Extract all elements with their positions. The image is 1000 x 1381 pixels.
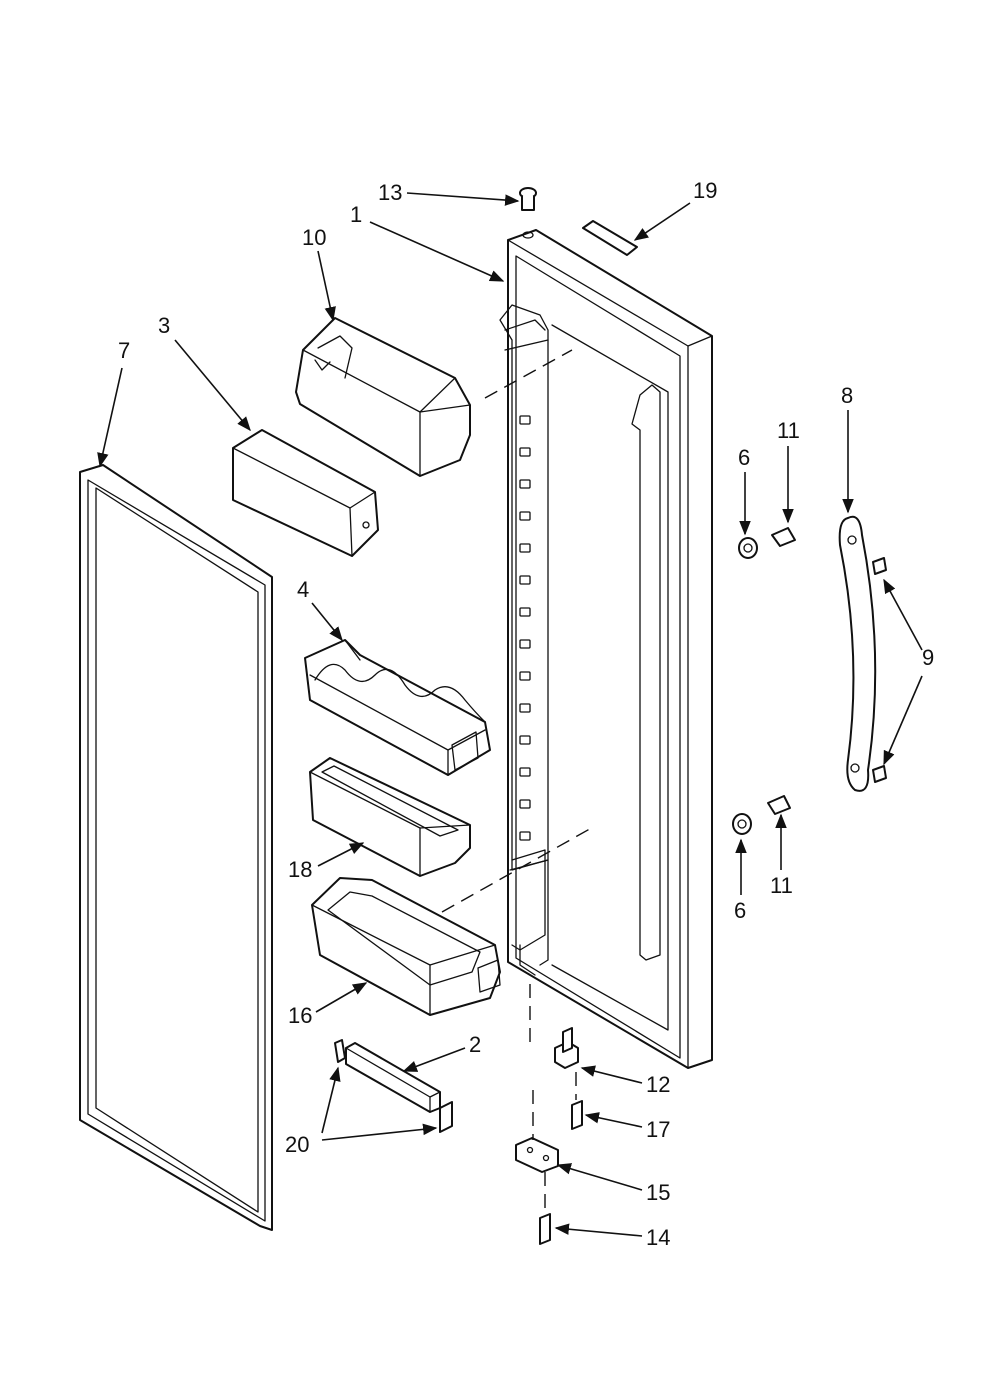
door-handle-part[interactable] bbox=[838, 515, 877, 792]
callout-11-bottom: 11 bbox=[770, 873, 793, 898]
callout-10: 10 bbox=[302, 225, 326, 250]
callout-19: 19 bbox=[693, 178, 717, 203]
callout-7: 7 bbox=[118, 338, 130, 363]
hinge-bracket-part[interactable] bbox=[515, 1137, 559, 1173]
callout-14: 14 bbox=[646, 1225, 670, 1250]
trim-rail-part[interactable] bbox=[345, 1042, 441, 1113]
dairy-bin-part[interactable] bbox=[295, 317, 471, 477]
assembly-guide-lines bbox=[441, 349, 596, 1214]
handle-spacer-bottom-part[interactable] bbox=[732, 813, 752, 835]
hinge-screw-part[interactable] bbox=[571, 1100, 583, 1130]
handle-mount-screw-top-part[interactable] bbox=[771, 527, 796, 547]
gallon-bin-part[interactable] bbox=[311, 877, 501, 1016]
callout-4: 4 bbox=[297, 577, 309, 602]
handle-screw-bottom-part[interactable] bbox=[872, 765, 887, 783]
callout-16: 16 bbox=[288, 1003, 312, 1028]
door-label-part[interactable] bbox=[582, 220, 638, 256]
callout-8: 8 bbox=[841, 383, 853, 408]
callout-9: 9 bbox=[922, 645, 934, 670]
callout-leaders bbox=[97, 192, 923, 1237]
callout-12: 12 bbox=[646, 1072, 670, 1097]
trim-end-cap-bottom-part[interactable] bbox=[439, 1101, 453, 1133]
bracket-screw-part[interactable] bbox=[539, 1213, 551, 1245]
callout-6-top: 6 bbox=[738, 445, 750, 470]
door-assembly-part[interactable] bbox=[499, 229, 713, 1069]
callout-18: 18 bbox=[288, 857, 312, 882]
trim-end-cap-top-part[interactable] bbox=[334, 1039, 346, 1063]
callout-15: 15 bbox=[646, 1180, 670, 1205]
handle-screw-top-part[interactable] bbox=[872, 557, 887, 575]
callout-17: 17 bbox=[646, 1117, 670, 1142]
callout-20: 20 bbox=[285, 1132, 309, 1157]
handle-spacer-top-part[interactable] bbox=[738, 537, 758, 559]
callout-11-top: 11 bbox=[777, 418, 800, 443]
dairy-door-part[interactable] bbox=[232, 429, 379, 557]
handle-mount-screw-bottom-part[interactable] bbox=[767, 795, 791, 815]
callout-2: 2 bbox=[469, 1032, 481, 1057]
door-bin-part[interactable] bbox=[309, 757, 471, 877]
callout-3: 3 bbox=[158, 313, 170, 338]
callout-1: 1 bbox=[350, 202, 362, 227]
callout-13: 13 bbox=[378, 180, 402, 205]
hinge-pin-part[interactable] bbox=[554, 1027, 579, 1069]
door-shelf-part[interactable] bbox=[304, 639, 491, 776]
door-gasket-part[interactable] bbox=[79, 464, 273, 1231]
door-plug-part[interactable] bbox=[519, 187, 537, 211]
callout-6-bottom: 6 bbox=[734, 898, 746, 923]
